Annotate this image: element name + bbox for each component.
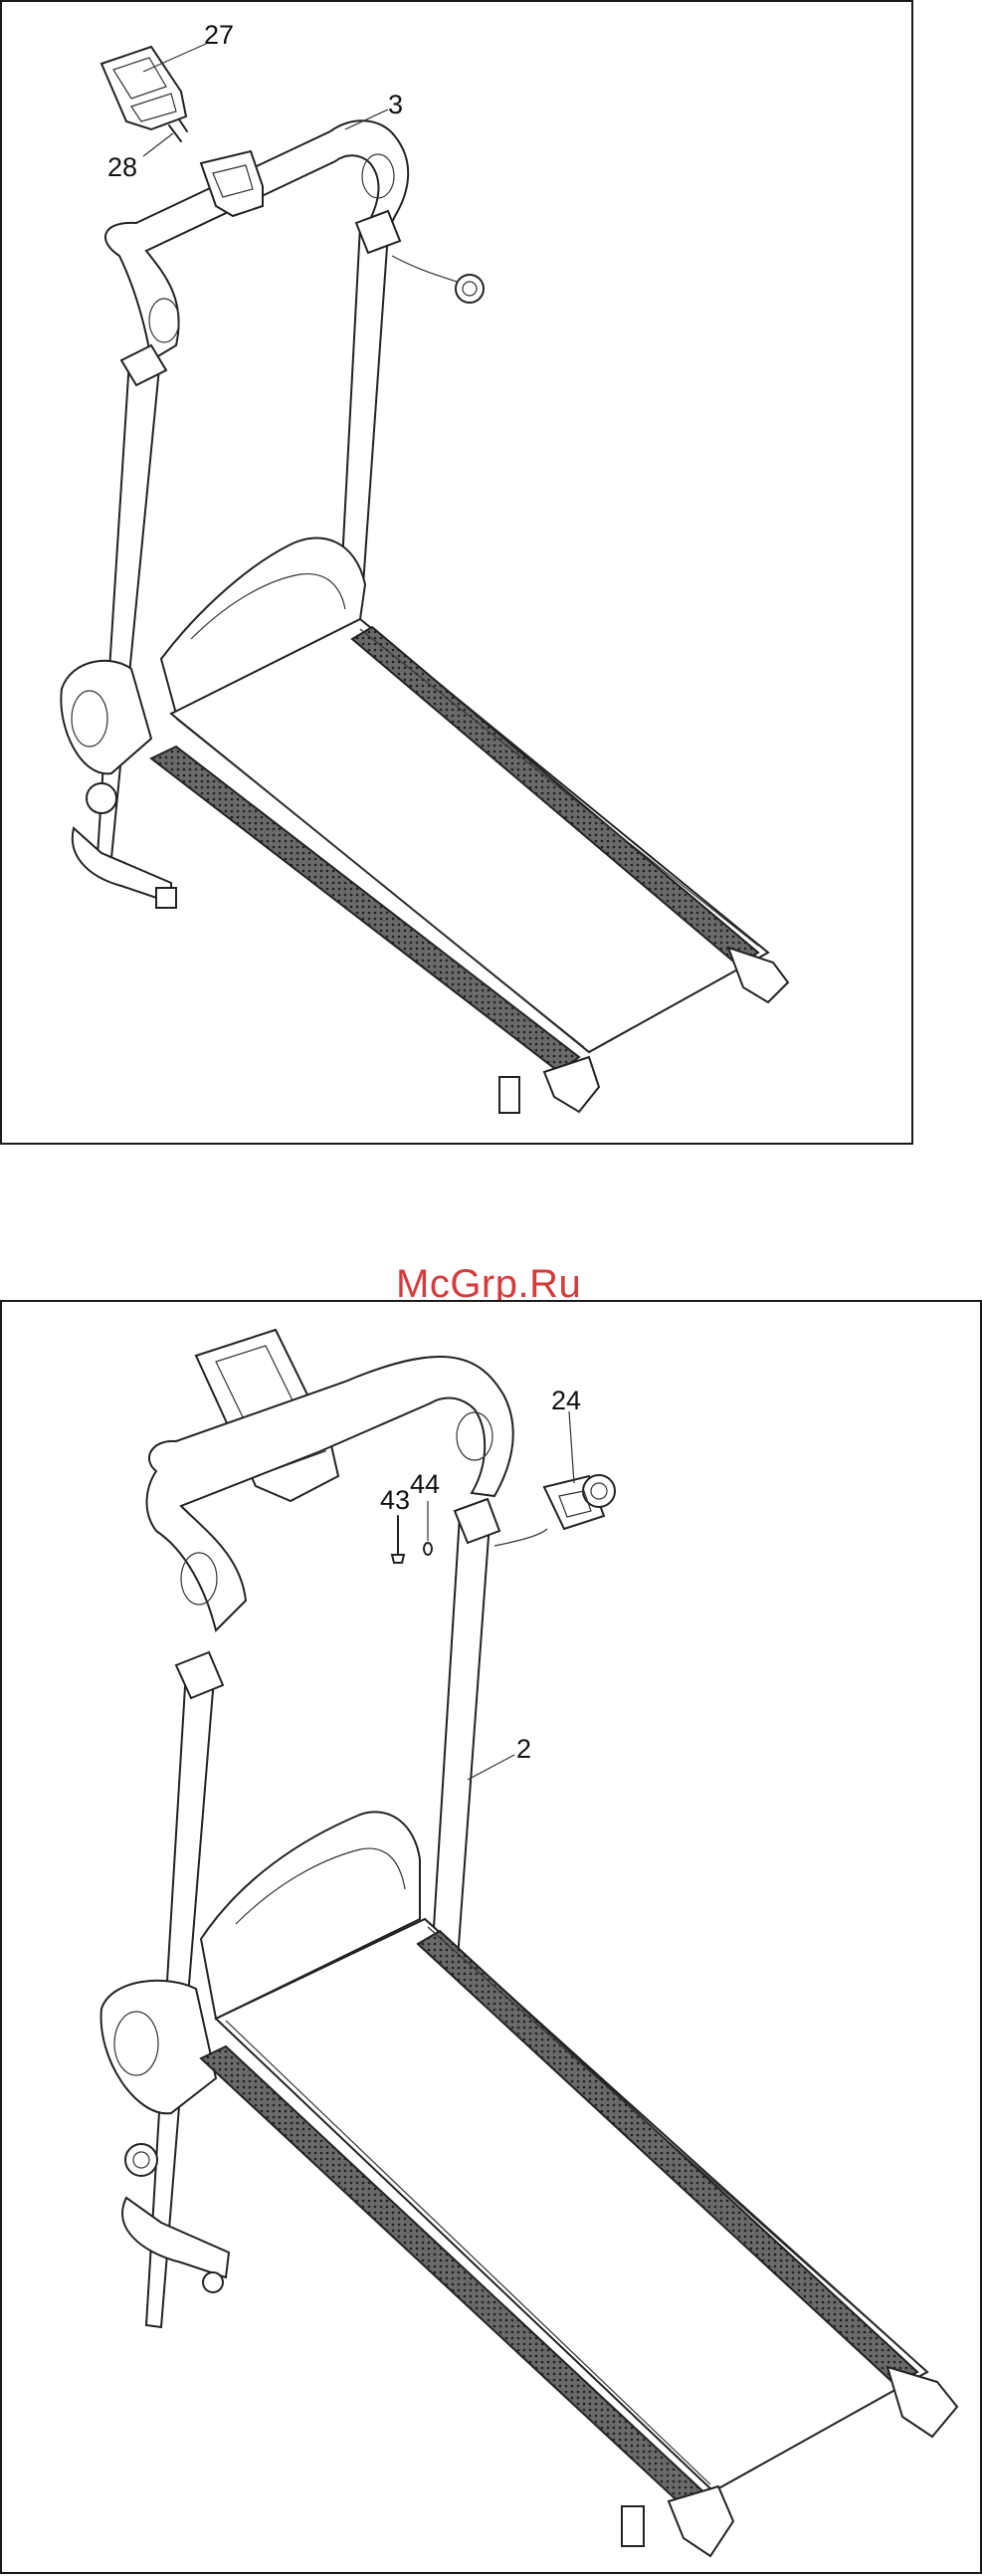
- callout-2: 2: [468, 1734, 531, 1780]
- callout-label: 24: [551, 1386, 581, 1415]
- callout-44: 44: [410, 1469, 440, 1499]
- washer-44: [424, 1501, 432, 1555]
- treadmill-diagram-top: 27 3 28: [2, 2, 915, 1147]
- upright-left: [98, 345, 166, 858]
- treadmill-diagram-bottom: 24 43 44 2: [2, 1302, 982, 2576]
- safety-key-cable: [392, 256, 484, 303]
- callout-label: 3: [388, 90, 403, 119]
- callout-label: 43: [380, 1485, 410, 1515]
- treadmill-deck: [201, 1919, 957, 2556]
- upright-right: [340, 211, 400, 599]
- treadmill-deck: [151, 619, 788, 1113]
- diagram-panel-bottom: 24 43 44 2: [0, 1300, 982, 2574]
- upright-right: [432, 1499, 499, 1959]
- callout-label: 44: [410, 1469, 440, 1499]
- callout-28: 28: [107, 133, 173, 182]
- screw-43: [392, 1516, 404, 1563]
- callout-label: 27: [204, 20, 234, 50]
- diagram-panel-top: 27 3 28: [0, 0, 913, 1145]
- callout-label: 2: [516, 1734, 531, 1764]
- callout-43: 43: [380, 1485, 410, 1515]
- console-part: [101, 47, 186, 129]
- callout-label: 28: [107, 152, 137, 182]
- callout-24: 24: [551, 1386, 581, 1483]
- safety-key-part: [494, 1475, 615, 1546]
